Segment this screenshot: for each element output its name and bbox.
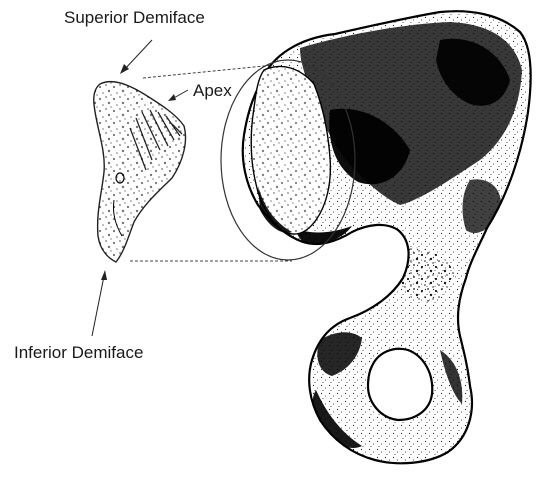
hip-bone-illustration: [240, 0, 536, 477]
obturator-foramen: [368, 349, 432, 420]
inferior-demiface-label: Inferior Demiface: [14, 343, 143, 363]
apex-arrow: [168, 90, 188, 101]
inferior-arrow: [92, 270, 107, 336]
superior-arrow: [120, 40, 152, 74]
auricular-surface-detail: [94, 82, 186, 262]
superior-demiface-label: Superior Demiface: [64, 8, 205, 28]
apex-label: Apex: [193, 81, 232, 101]
